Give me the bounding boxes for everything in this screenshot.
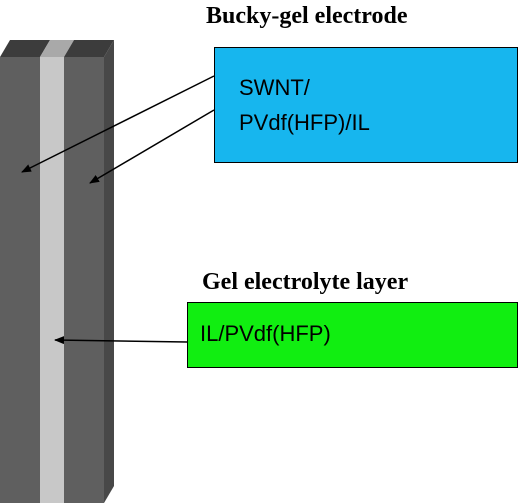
bucky-gel-electrode-heading: Bucky-gel electrode bbox=[206, 3, 408, 29]
bucky-gel-composition-box: SWNT/ PVdf(HFP)/IL bbox=[214, 47, 518, 163]
arrow-to-electrolyte-layer bbox=[54, 336, 188, 345]
bucky-gel-composition-line-2: PVdf(HFP)/IL bbox=[239, 110, 370, 135]
left-electrode-front bbox=[0, 57, 40, 503]
electrolyte-layer-front bbox=[40, 57, 64, 503]
arrow-to-right-electrode bbox=[89, 109, 215, 184]
gel-electrolyte-composition-text: IL/PVdf(HFP) bbox=[200, 321, 331, 346]
arrow-to-left-electrode bbox=[21, 75, 215, 173]
bucky-gel-composition-line-1: SWNT/ bbox=[239, 75, 310, 100]
gel-electrolyte-layer-heading: Gel electrolyte layer bbox=[202, 269, 409, 295]
pointer-arrows bbox=[21, 75, 215, 345]
left-electrode-top bbox=[0, 40, 50, 57]
electrolyte-layer-top bbox=[40, 40, 74, 57]
gel-electrolyte-composition-box: IL/PVdf(HFP) bbox=[187, 302, 518, 368]
actuator-strip bbox=[0, 40, 114, 503]
right-electrode-front bbox=[64, 57, 104, 503]
right-electrode-side bbox=[104, 40, 114, 503]
right-electrode-top bbox=[64, 40, 114, 57]
